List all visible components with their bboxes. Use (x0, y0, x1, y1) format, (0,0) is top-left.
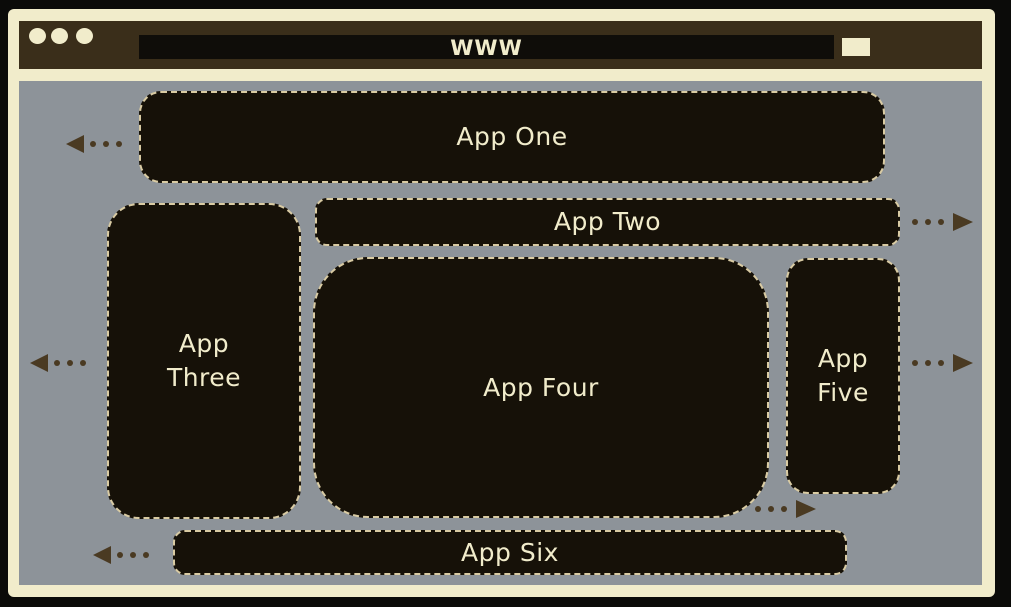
address-bar-button[interactable] (842, 38, 870, 56)
window-dot-icon[interactable] (29, 28, 46, 44)
app-two-label: App Two (553, 207, 662, 236)
window-dot-icon[interactable] (76, 28, 93, 44)
app-five: App Five (786, 258, 900, 494)
app-two: App Two (315, 198, 900, 246)
app-three: App Three (107, 203, 301, 519)
window-dot-icon[interactable] (51, 28, 68, 44)
arrow-right-icon (912, 354, 973, 372)
app-four-label: App Four (483, 372, 599, 402)
arrow-left-icon (66, 135, 122, 153)
arrow-left-icon (30, 354, 86, 372)
app-four: App Four (313, 257, 769, 518)
app-one-label: App One (456, 122, 568, 151)
app-five-label: App Five (817, 344, 869, 407)
address-bar[interactable]: WWW (139, 35, 834, 60)
app-six: App Six (173, 530, 847, 575)
arrow-left-icon (93, 546, 149, 564)
arrow-right-icon (912, 213, 973, 231)
arrow-right-icon (755, 500, 816, 518)
app-three-label: App Three (166, 329, 242, 392)
app-six-label: App Six (461, 537, 559, 567)
app-one: App One (139, 91, 885, 183)
